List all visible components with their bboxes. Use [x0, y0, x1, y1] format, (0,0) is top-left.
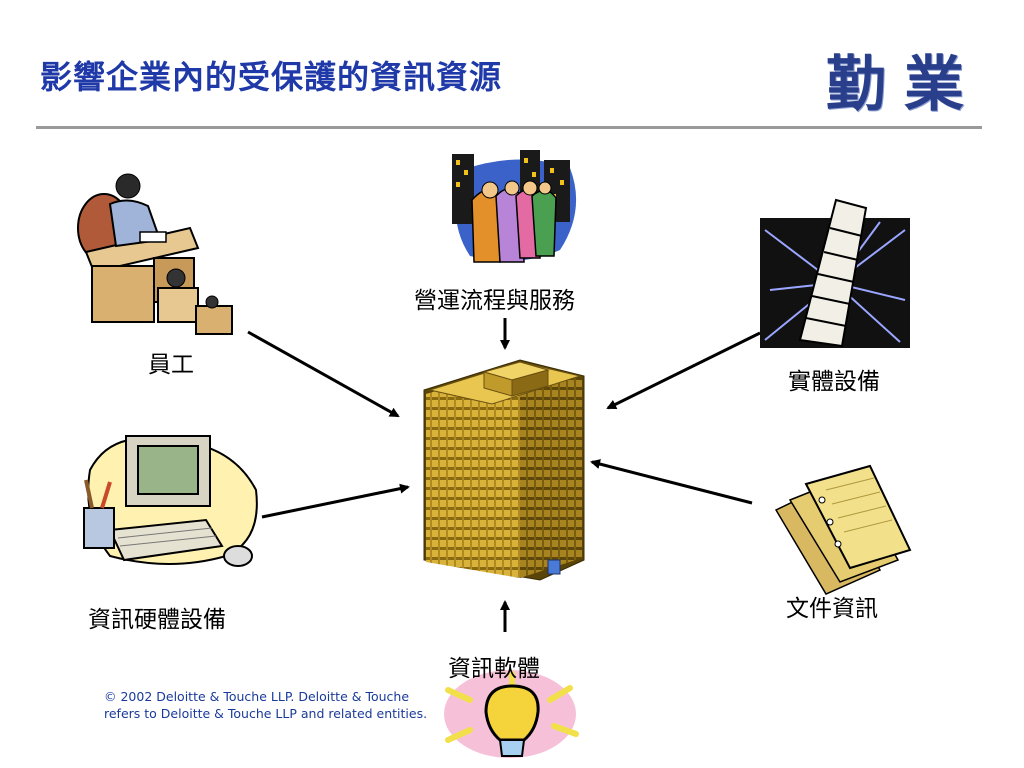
arrows [247, 318, 761, 632]
label-hardware: 資訊硬體設備 [88, 607, 226, 633]
computer-icon [83, 435, 258, 567]
city-people-icon [452, 150, 577, 263]
company-logo: 勤業 [826, 50, 982, 120]
arrow-hardware [261, 483, 410, 519]
copyright-footer: © 2002 Deloitte & Touche LLP. Deloitte &… [104, 688, 427, 722]
title-divider [36, 126, 982, 129]
label-software: 資訊軟體 [448, 656, 540, 682]
footer-line-1: © 2002 Deloitte & Touche LLP. Deloitte &… [104, 689, 410, 704]
label-employees: 員工 [148, 352, 194, 378]
arrow-documents [590, 459, 753, 505]
office-building-icon [423, 359, 585, 581]
footer-line-2: refers to Deloitte & Touche LLP and rela… [104, 706, 428, 721]
leaning-tower-icon [760, 198, 910, 348]
arrow-facilities [606, 331, 761, 410]
office-worker-desk-icon [77, 173, 233, 335]
label-facilities: 實體設備 [788, 369, 880, 395]
page-title: 影響企業內的受保護的資訊資源 [40, 58, 503, 96]
arrow-employees [247, 330, 400, 418]
label-operations: 營運流程與服務 [414, 288, 575, 314]
label-documents: 文件資訊 [786, 596, 878, 622]
lightbulb-icon [444, 670, 579, 758]
paper-documents-icon [774, 464, 912, 595]
